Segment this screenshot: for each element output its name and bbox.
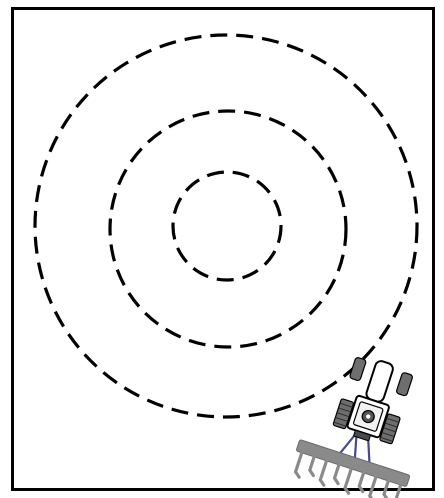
field-diagram bbox=[0, 0, 444, 498]
